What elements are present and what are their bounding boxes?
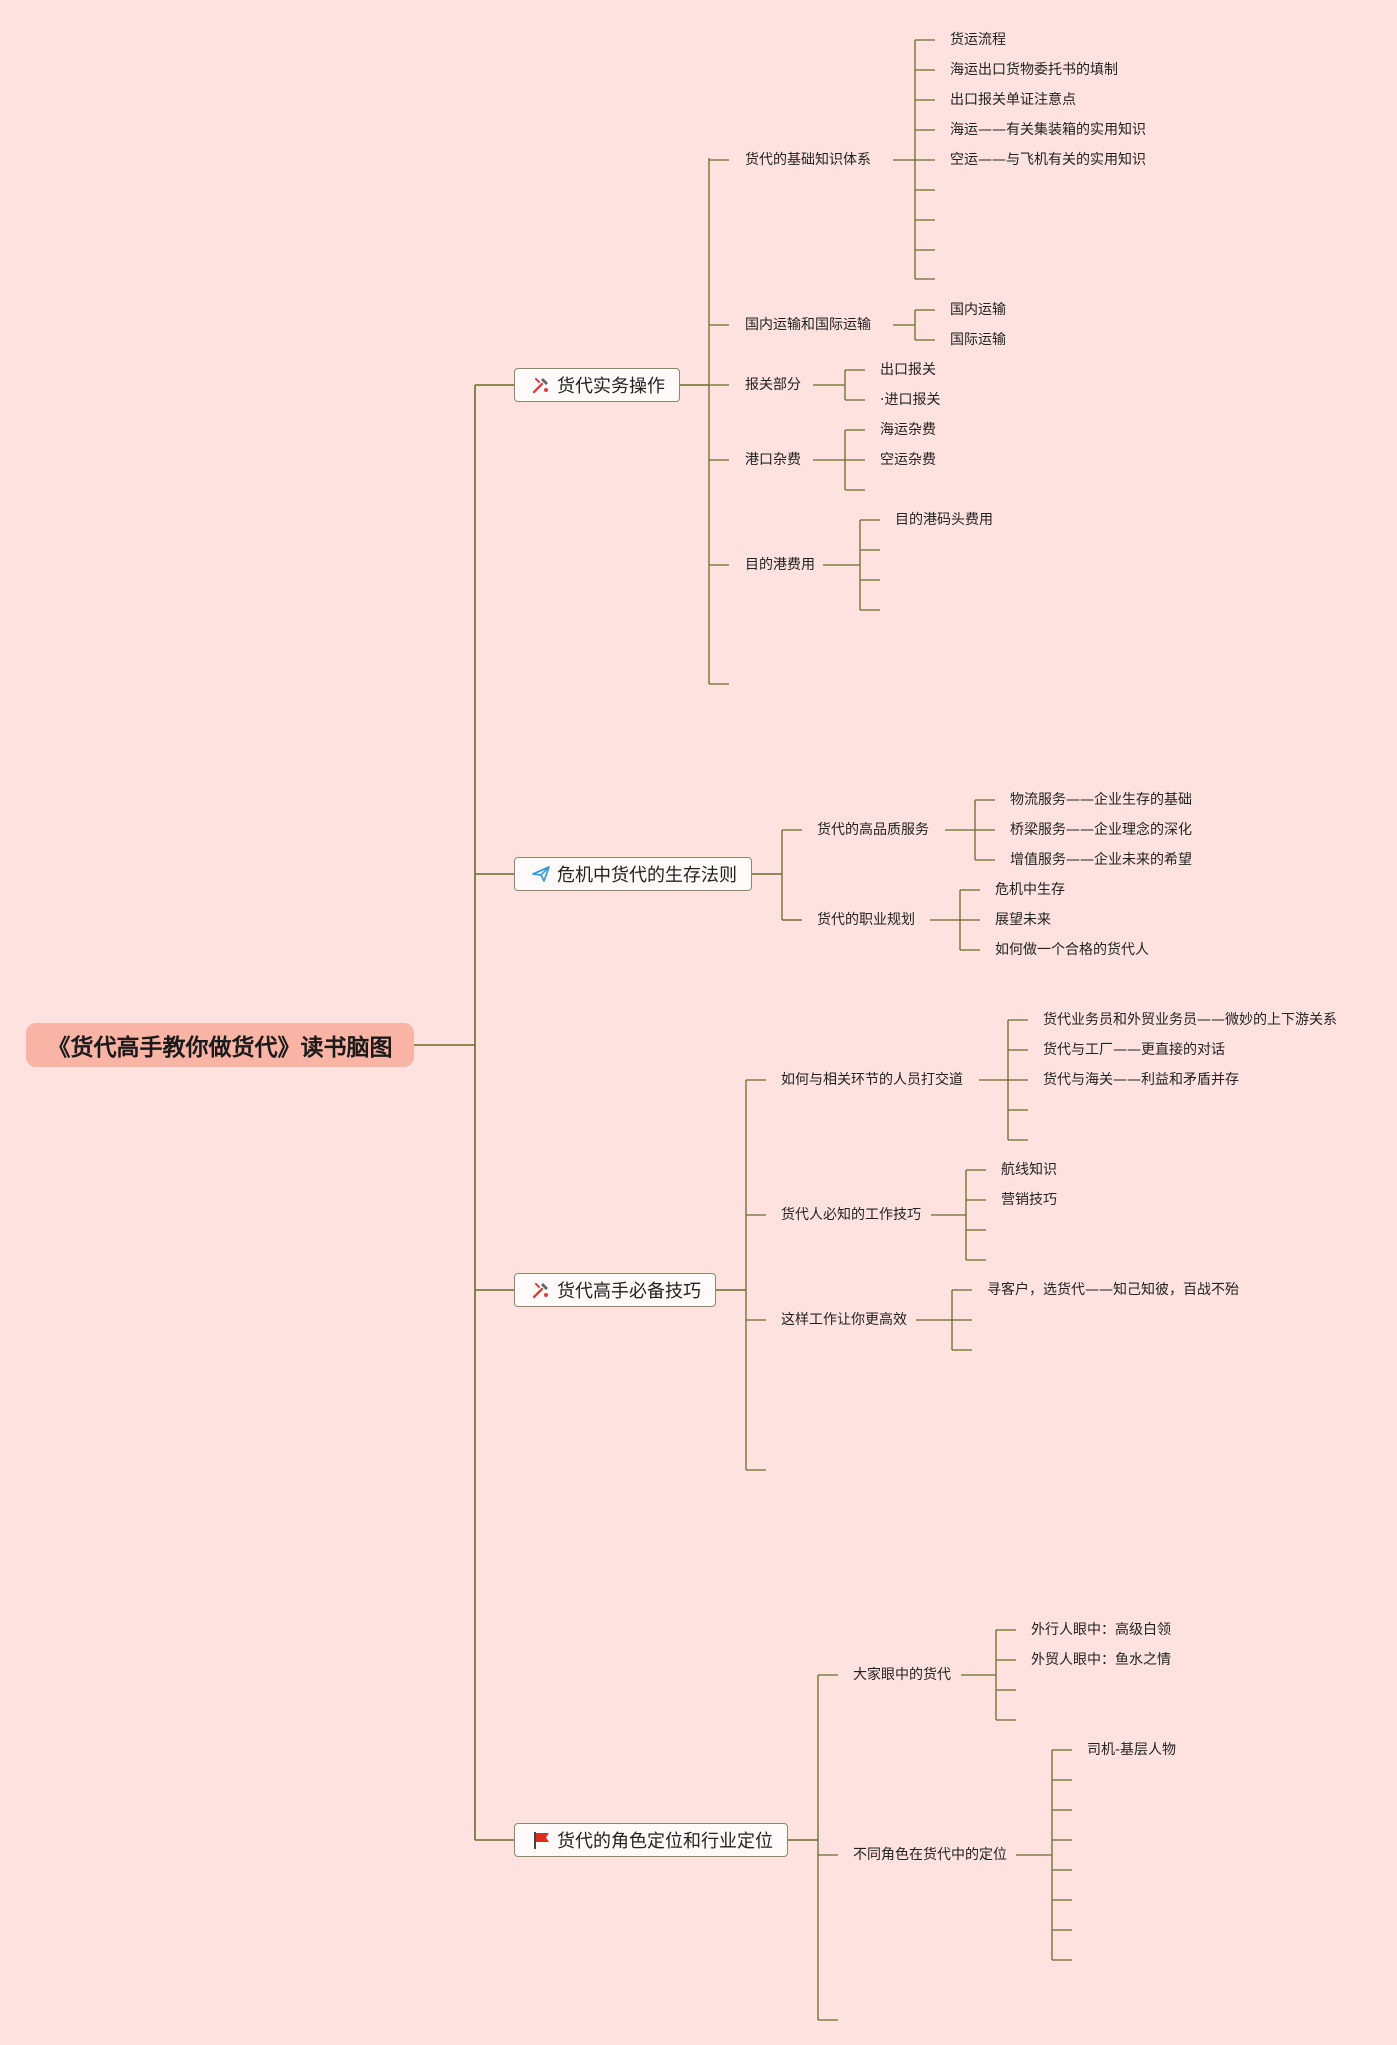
leaf-item[interactable]: 国际运输 (950, 332, 1006, 348)
leaf-item[interactable]: 货运流程 (950, 32, 1006, 48)
subtopic-1-4[interactable]: 港口杂费 (745, 452, 801, 468)
branch-label: 货代实务操作 (557, 376, 665, 397)
leaf-item[interactable]: 空运杂费 (880, 452, 936, 468)
root-topic[interactable]: 《货代高手教你做货代》读书脑图 (26, 1023, 414, 1067)
subtopic-3-2[interactable]: 货代人必知的工作技巧 (781, 1207, 921, 1223)
tools-icon (531, 1279, 551, 1301)
leaf-item[interactable]: 海运——有关集装箱的实用知识 (950, 122, 1146, 138)
leaf-item[interactable]: 桥梁服务——企业理念的深化 (1010, 822, 1192, 838)
leaf-item[interactable]: 司机-基层人物 (1087, 1742, 1177, 1758)
leaf-item[interactable]: 货代与海关——利益和矛盾并存 (1043, 1072, 1239, 1088)
branch-label: 货代高手必备技巧 (557, 1281, 701, 1302)
branch-2[interactable]: 危机中货代的生存法则 (514, 857, 752, 891)
leaf-item[interactable]: 航线知识 (1001, 1162, 1057, 1178)
branch-3[interactable]: 货代高手必备技巧 (514, 1273, 716, 1307)
leaf-item[interactable]: 国内运输 (950, 302, 1006, 318)
leaf-item[interactable]: 目的港码头费用 (895, 512, 993, 528)
leaf-item[interactable]: 出口报关 (880, 362, 936, 378)
subtopic-3-1[interactable]: 如何与相关环节的人员打交道 (781, 1072, 963, 1088)
subtopic-1-1[interactable]: 货代的基础知识体系 (745, 152, 871, 168)
subtopic-2-2[interactable]: 货代的职业规划 (817, 912, 915, 928)
subtopic-3-3[interactable]: 这样工作让你更高效 (781, 1312, 907, 1328)
subtopic-4-2[interactable]: 不同角色在货代中的定位 (853, 1847, 1007, 1863)
subtopic-1-2[interactable]: 国内运输和国际运输 (745, 317, 871, 333)
leaf-item[interactable]: 危机中生存 (995, 882, 1065, 898)
leaf-item[interactable]: 如何做一个合格的货代人 (995, 942, 1149, 958)
branch-1[interactable]: 货代实务操作 (514, 368, 680, 402)
leaf-item[interactable]: 货代业务员和外贸业务员——微妙的上下游关系 (1043, 1012, 1337, 1028)
paper-plane-icon (531, 863, 551, 885)
leaf-item[interactable]: 寻客户，选货代——知己知彼，百战不殆 (987, 1282, 1239, 1298)
leaf-item[interactable]: 货代与工厂——更直接的对话 (1043, 1042, 1225, 1058)
branch-label: 货代的角色定位和行业定位 (557, 1831, 773, 1852)
subtopic-2-1[interactable]: 货代的高品质服务 (817, 822, 929, 838)
subtopic-4-1[interactable]: 大家眼中的货代 (853, 1667, 951, 1683)
branch-label: 危机中货代的生存法则 (557, 865, 737, 886)
tools-icon (531, 374, 551, 396)
leaf-item[interactable]: 物流服务——企业生存的基础 (1010, 792, 1192, 808)
branch-4[interactable]: 货代的角色定位和行业定位 (514, 1823, 788, 1857)
subtopic-1-5[interactable]: 目的港费用 (745, 557, 815, 573)
red-flag-icon (531, 1829, 551, 1851)
leaf-item[interactable]: 出口报关单证注意点 (950, 92, 1076, 108)
leaf-item[interactable]: 外行人眼中：高级白领 (1031, 1622, 1171, 1638)
leaf-item[interactable]: ·进口报关 (880, 392, 941, 408)
subtopic-1-3[interactable]: 报关部分 (745, 377, 801, 393)
leaf-item[interactable]: 营销技巧 (1001, 1192, 1057, 1208)
leaf-item[interactable]: 展望未来 (995, 912, 1051, 928)
leaf-item[interactable]: 外贸人眼中：鱼水之情 (1031, 1652, 1171, 1668)
leaf-item[interactable]: 海运出口货物委托书的填制 (950, 62, 1118, 78)
leaf-item[interactable]: 空运——与飞机有关的实用知识 (950, 152, 1146, 168)
leaf-item[interactable]: 海运杂费 (880, 422, 936, 438)
leaf-item[interactable]: 增值服务——企业未来的希望 (1010, 852, 1192, 868)
